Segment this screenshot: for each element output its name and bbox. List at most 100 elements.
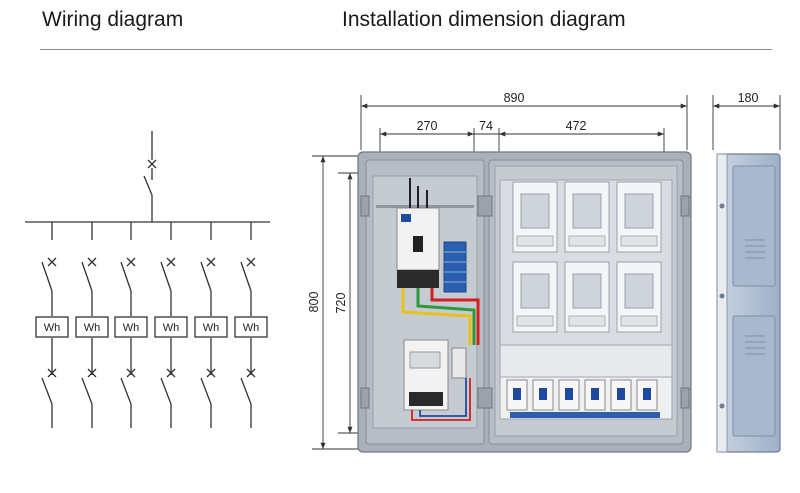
branch-isolator-mark (166, 257, 176, 267)
branch-switch-blade (240, 261, 252, 292)
breaker-mark (126, 368, 136, 378)
hinge-bottom (477, 387, 493, 409)
branch-isolator-mark (87, 257, 97, 267)
breaker-blade (240, 377, 252, 405)
neutral-bar (510, 412, 660, 418)
branch-breaker-handle (617, 388, 625, 400)
branch-2: Wh (75, 222, 109, 428)
branch-breaker-handle (539, 388, 547, 400)
header-divider (40, 49, 772, 50)
main-breaker-terminals (397, 270, 439, 288)
meter-box (154, 316, 188, 338)
breaker-blade (41, 377, 53, 405)
meter-windows (512, 181, 662, 333)
side-flange (716, 153, 728, 453)
breaker-mark (47, 368, 57, 378)
breaker-blade (160, 377, 172, 405)
breaker-cover (499, 344, 673, 378)
meter-box (194, 316, 228, 338)
enclosure-side (716, 153, 781, 453)
meter-window-clip (620, 235, 658, 247)
meter-window-opening (624, 273, 654, 309)
meter-label: Wh (84, 322, 101, 334)
branch-breaker-handle (591, 388, 599, 400)
meter-window-clip (568, 235, 606, 247)
terminal-block (443, 241, 467, 293)
branch-switch-blade (200, 261, 212, 292)
installation-diagram-title: Installation dimension diagram (342, 8, 626, 31)
branch-1: Wh (35, 222, 69, 428)
wiring-diagram-title: Wiring diagram (42, 8, 184, 31)
meter-window-opening (520, 193, 550, 229)
breaker-mark (166, 368, 176, 378)
branch-breaker-handle (513, 388, 521, 400)
branch-6: Wh (234, 222, 268, 428)
meter-label: Wh (123, 322, 140, 334)
left-latch-bottom (360, 387, 370, 409)
meter-box (234, 316, 268, 338)
breaker-blade (200, 377, 212, 405)
branch-isolator-mark (126, 257, 136, 267)
branch-switch-blade (81, 261, 93, 292)
meter-box (75, 316, 109, 338)
wiring-schematic (25, 131, 270, 223)
meter-window-clip (516, 235, 554, 247)
branch-isolator-mark (206, 257, 216, 267)
meter-display (409, 351, 441, 369)
small-terminal (451, 347, 467, 379)
dim-right-section-label: 472 (566, 119, 587, 133)
wire-green (416, 288, 476, 345)
branch-breaker-handle (643, 388, 651, 400)
branch-isolator-mark (246, 257, 256, 267)
main-breaker-handle (413, 236, 423, 252)
meter-window-clip (568, 315, 606, 327)
branch-5: Wh (194, 222, 228, 428)
breaker-mark (87, 368, 97, 378)
branch-isolator-mark (47, 257, 57, 267)
meter-window-opening (520, 273, 550, 309)
meter-window-opening (624, 193, 654, 229)
hinge-top (477, 195, 493, 217)
side-upper-recess (732, 165, 776, 287)
meter-label: Wh (203, 322, 220, 334)
meter-window-clip (620, 315, 658, 327)
meter-window-clip (516, 315, 554, 327)
branch-circuits: Wh Wh Wh Wh Wh Wh (35, 222, 268, 428)
main-breaker-logo (401, 214, 411, 222)
meter-box (35, 316, 69, 338)
breaker-blade (120, 377, 132, 405)
dim-depth-label: 180 (738, 91, 759, 105)
incoming-cables (409, 178, 428, 208)
branch-switch-blade (120, 261, 132, 292)
meter-window-opening (572, 193, 602, 229)
enclosure-front (357, 151, 692, 453)
wire-red (430, 288, 480, 345)
right-latch-bottom (680, 387, 690, 409)
dim-gap-label: 74 (479, 119, 493, 133)
breaker-blade (81, 377, 93, 405)
branch-3: Wh (114, 222, 148, 428)
meter-terminals (409, 392, 443, 406)
meter-label: Wh (243, 322, 260, 334)
dimension-lines (312, 95, 781, 450)
main-isolator-mark (147, 159, 157, 169)
right-latch-top (680, 195, 690, 217)
branch-breaker-handle (565, 388, 573, 400)
dim-total-width-label: 890 (504, 91, 525, 105)
branch-4: Wh (154, 222, 188, 428)
branch-switch-blade (41, 261, 53, 292)
meter-box (114, 316, 148, 338)
left-latch-top (360, 195, 370, 217)
breaker-mark (206, 368, 216, 378)
din-rail-left (376, 205, 474, 208)
breaker-mark (246, 368, 256, 378)
branch-breakers (506, 379, 658, 411)
side-lower-recess (732, 315, 776, 437)
meter-label: Wh (163, 322, 180, 334)
meter-label: Wh (44, 322, 61, 334)
dim-left-section-label: 270 (417, 119, 438, 133)
dim-inner-height-label: 720 (334, 293, 348, 314)
wire-yellow (401, 288, 472, 345)
branch-switch-blade (160, 261, 172, 292)
